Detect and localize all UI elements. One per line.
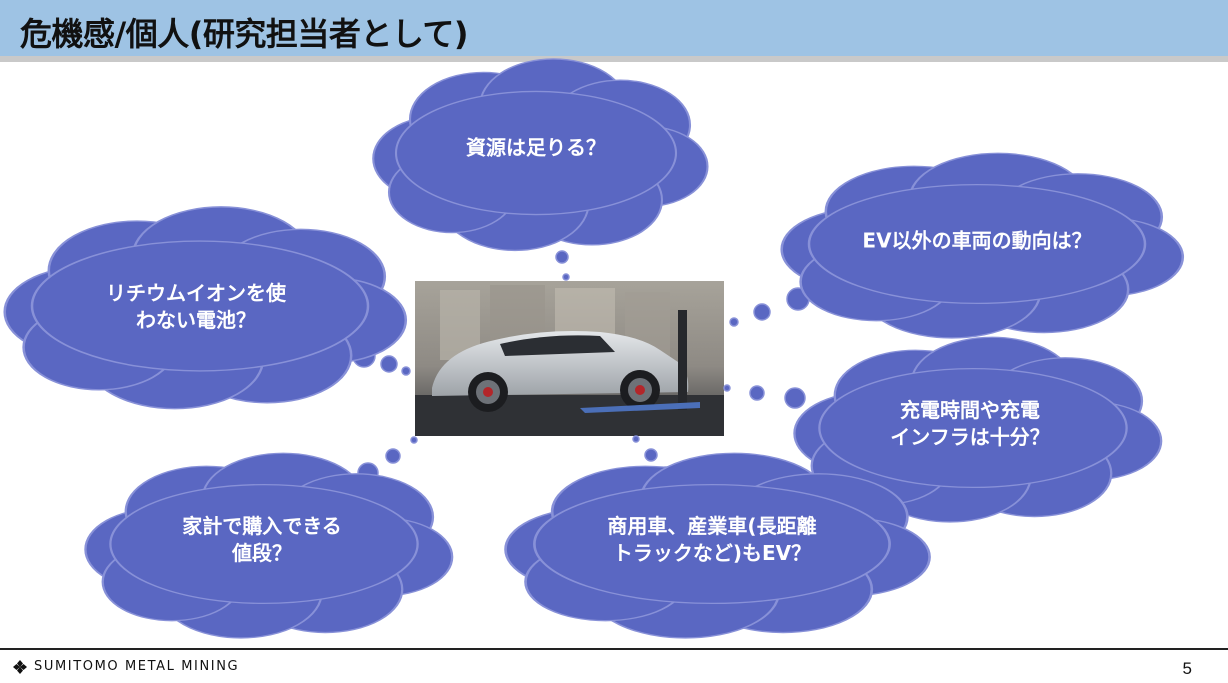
title-underline: [0, 56, 1228, 62]
cloud-line: 充電時間や充電: [900, 398, 1040, 422]
slide-canvas: [0, 0, 1228, 648]
cloud-commercial-text: 商用車、産業車(長距離 トラックなど)もEV？: [607, 513, 816, 567]
cloud-resources-text: 資源は足りる？: [466, 135, 606, 162]
cloud-line: 値段？: [231, 541, 292, 565]
ev-charging-photo: [415, 281, 724, 436]
cloud-charging-text: 充電時間や充電 インフラは十分？: [890, 397, 1049, 451]
cloud-price-text: 家計で購入できる 値段？: [182, 513, 342, 567]
cloud-line: 商用車、産業車(長距離: [607, 514, 817, 538]
cloud-line: トラックなど)もEV？: [612, 541, 812, 565]
cloud-line: 資源は足りる？: [466, 135, 606, 160]
company-logo: SUMITOMO METAL MINING: [12, 659, 239, 674]
page-title: 危機感/個人(研究担当者として): [20, 15, 468, 53]
cloud-non-ev-text: EV以外の車両の動向は？: [862, 228, 1091, 255]
cloud-line: わない電池？: [136, 308, 256, 332]
cloud-line: 家計で購入できる: [182, 514, 342, 538]
cloud-line: リチウムイオンを使: [106, 281, 286, 305]
footer-divider: [0, 648, 1228, 650]
cloud-line: EV以外の車両の動向は？: [862, 228, 1092, 253]
diamond-cross-icon: [13, 659, 27, 674]
cloud-line: インフラは十分？: [890, 425, 1050, 449]
logo-text: SUMITOMO METAL MINING: [34, 659, 240, 674]
page-number: 5: [1182, 659, 1192, 678]
title-bar: 危機感/個人(研究担当者として): [0, 0, 1228, 62]
cloud-lithium-text: リチウムイオンを使 わない電池？: [106, 280, 286, 334]
